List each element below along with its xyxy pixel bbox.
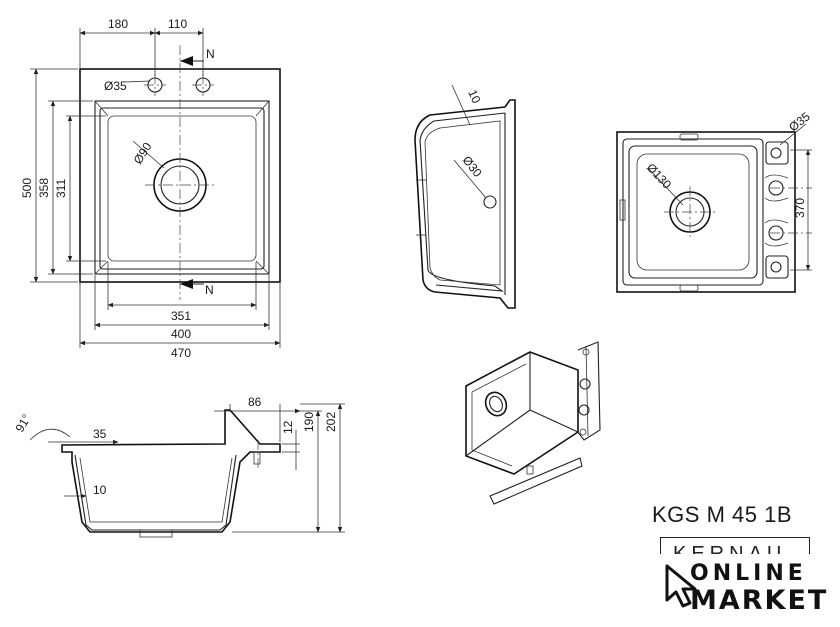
brand-logo-partial: KERNAU <box>660 537 810 554</box>
dim-311: 311 <box>54 179 68 198</box>
north-marker-bottom: N <box>205 283 214 297</box>
dim-358: 358 <box>37 178 51 198</box>
dim-400: 400 <box>171 327 191 341</box>
underside-drain-diameter-label: Ø130 <box>644 160 674 191</box>
dim-351: 351 <box>171 309 191 323</box>
dim-35: 35 <box>93 427 107 441</box>
tap-hole-diameter-label: Ø35 <box>104 79 127 93</box>
isometric-view <box>465 341 601 505</box>
underside-hole-diameter-label: Ø35 <box>786 109 813 134</box>
cursor-arrow-icon <box>665 564 697 608</box>
dim-202: 202 <box>324 412 338 432</box>
dim-10-side: 10 <box>465 88 483 106</box>
store-logo-market: MARKET <box>690 585 829 616</box>
side-drain-diameter-label: Ø30 <box>460 153 485 180</box>
dim-370: 370 <box>793 198 807 218</box>
dim-110: 110 <box>168 17 187 31</box>
dim-180: 180 <box>108 17 128 31</box>
north-marker-top: N <box>206 47 215 61</box>
dim-10-section: 10 <box>93 483 107 497</box>
store-logo-online: ONLINE <box>690 561 807 586</box>
product-model: KGS M 45 1B <box>652 502 793 527</box>
section-view: 91° 35 10 86 12 190 202 <box>12 395 345 538</box>
dim-470: 470 <box>171 346 191 360</box>
drain-diameter-label: Ø90 <box>131 140 155 167</box>
store-logo: ONLINE MARKET <box>690 560 828 614</box>
side-view: 10 Ø30 <box>414 84 516 309</box>
dim-500: 500 <box>20 178 34 198</box>
brand-name: KERNAU <box>673 543 787 554</box>
angle-91-label: 91° <box>12 412 33 435</box>
dim-190: 190 <box>302 412 316 432</box>
dim-86: 86 <box>248 395 262 409</box>
top-view: Ø35 Ø90 N N 180 110 500 358 311 <box>20 17 281 360</box>
underside-view: Ø130 Ø35 370 <box>616 109 813 293</box>
dim-12: 12 <box>281 420 295 434</box>
